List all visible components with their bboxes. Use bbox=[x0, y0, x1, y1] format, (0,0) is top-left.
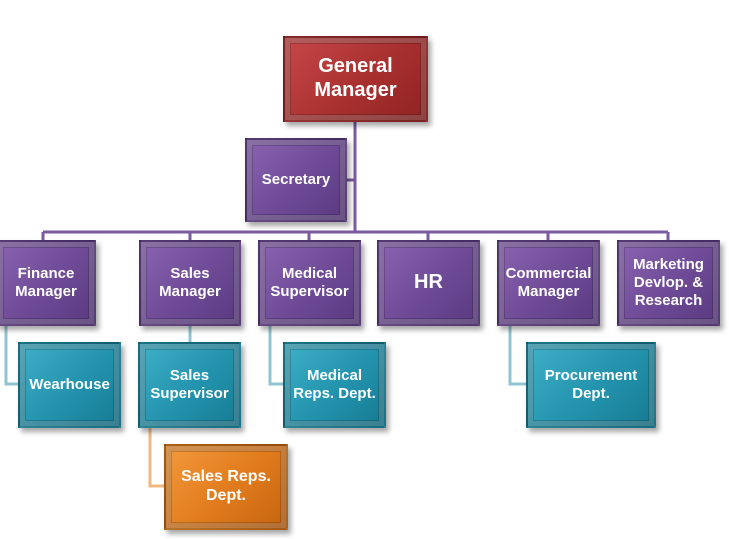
node-procurement-dept: Procurement Dept. bbox=[526, 342, 656, 428]
node-secretary: Secretary bbox=[245, 138, 347, 222]
node-commercial-manager: Commercial Manager bbox=[497, 240, 600, 326]
node-medical-reps-dept: Medical Reps. Dept. bbox=[283, 342, 386, 428]
node-sales-supervisor: Sales Supervisor bbox=[138, 342, 241, 428]
node-sales-manager: Sales Manager bbox=[139, 240, 241, 326]
node-finance-manager: Finance Manager bbox=[0, 240, 96, 326]
node-medical-supervisor: Medical Supervisor bbox=[258, 240, 361, 326]
node-hr: HR bbox=[377, 240, 480, 326]
node-wearhouse: Wearhouse bbox=[18, 342, 121, 428]
node-sales-reps-dept: Sales Reps. Dept. bbox=[164, 444, 288, 530]
node-marketing: Marketing Devlop. & Research bbox=[617, 240, 720, 326]
node-general-manager: General Manager bbox=[283, 36, 428, 122]
